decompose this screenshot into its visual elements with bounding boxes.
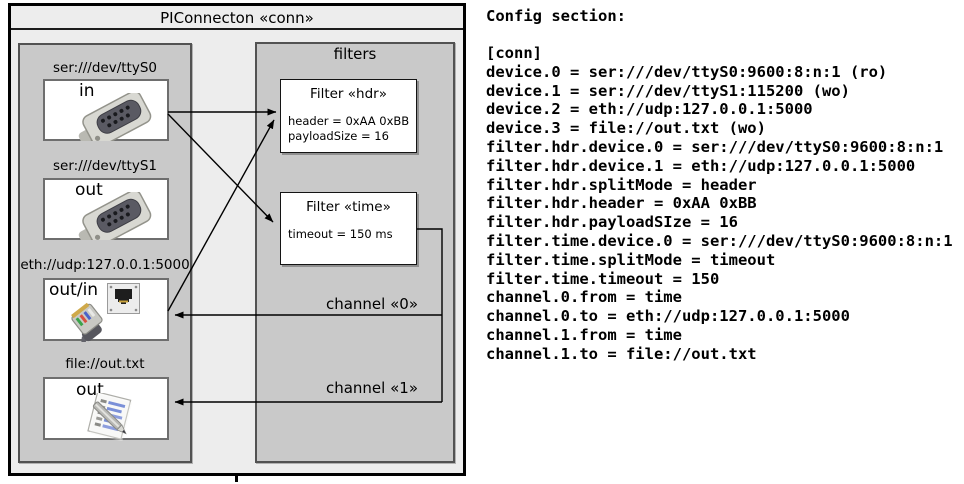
device-box-file: out (43, 377, 169, 441)
serial-connector-icon (78, 192, 152, 240)
filter-hdr-prop-payload: payloadSize = 16 (288, 129, 389, 143)
filter-time-prop-timeout: timeout = 150 ms (288, 227, 393, 241)
device-label-ttys1: ser:///dev/ttyS1 (53, 158, 157, 174)
device-direction: in (79, 81, 95, 101)
device-direction: out/in (49, 280, 99, 300)
device-direction: out (75, 180, 103, 200)
ethernet-jack-icon (107, 283, 140, 314)
filter-hdr-prop-header: header = 0xAA 0xBB (288, 114, 410, 128)
diagram-title: PIConnecton «conn» (160, 9, 314, 27)
filters-panel-label: filters (333, 45, 377, 63)
device-box-eth: out/in (43, 278, 169, 342)
title-separator (11, 28, 463, 30)
device-label-ttys0: ser:///dev/ttyS0 (53, 60, 157, 76)
channel-0-label: channel «0» (325, 295, 418, 313)
notepad-pen-icon (87, 393, 133, 441)
device-box-ttys0: in (43, 79, 169, 141)
filter-hdr-title: Filter «hdr» (310, 86, 387, 102)
config-section-heading: Config section: (486, 7, 626, 25)
rj45-plug-icon (71, 302, 103, 342)
filter-hdr-box: Filter «hdr» header = 0xAA 0xBB payloadS… (280, 79, 417, 153)
serial-connector-icon (78, 93, 152, 141)
device-box-ttys1: out (43, 178, 169, 240)
filter-time-box: Filter «time» timeout = 150 ms (280, 192, 417, 265)
filter-time-title: Filter «time» (306, 199, 391, 215)
bottom-tick-mark (235, 473, 238, 482)
config-section-body: [conn] device.0 = ser:///dev/ttyS0:9600:… (486, 44, 953, 363)
device-label-eth: eth://udp:127.0.0.1:5000 (20, 257, 190, 273)
device-label-file: file://out.txt (65, 356, 145, 372)
channel-1-label: channel «1» (325, 379, 418, 397)
